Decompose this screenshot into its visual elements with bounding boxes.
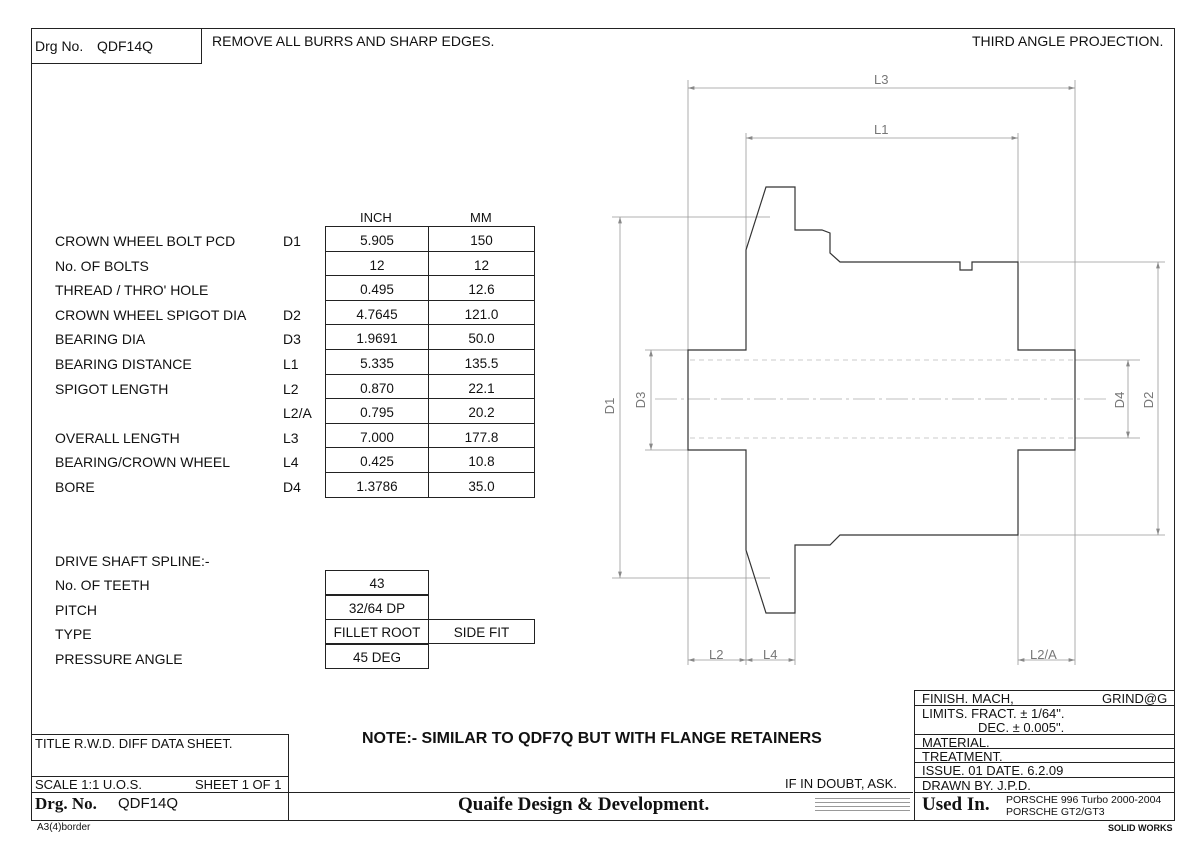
row-code: L2	[283, 380, 299, 397]
type-label: TYPE	[55, 626, 92, 642]
dim-d2: D2	[1141, 392, 1156, 409]
limits-fract: LIMITS. FRACT. ± 1/64".	[922, 706, 1065, 721]
row-label: BEARING DISTANCE	[55, 356, 192, 372]
dim-l3: L3	[874, 72, 888, 87]
software-name: SOLID WORKS	[1108, 823, 1173, 833]
col-inch: INCH	[360, 210, 392, 225]
row-code: L2/A	[283, 405, 312, 422]
row-code: D1	[283, 233, 301, 249]
row-label: No. OF BOLTS	[55, 257, 149, 274]
row-label: BEARING/CROWN WHEEL	[55, 454, 231, 471]
title-divider	[31, 776, 289, 777]
title-text: TITLE R.W.D. DIFF DATA SHEET.	[35, 736, 233, 751]
dim-d3: D3	[633, 392, 648, 409]
row-label: BEARING DIA	[55, 331, 146, 348]
row-code: D2	[283, 306, 301, 323]
teeth-label: No. OF TEETH	[55, 577, 150, 593]
dim-l2a: L2/A	[1030, 647, 1057, 662]
info-block	[914, 690, 1175, 821]
limits-dec: DEC. ± 0.005".	[978, 720, 1065, 735]
spline-title: DRIVE SHAFT SPLINE:-	[55, 553, 210, 569]
drg-no-header-label: Drg No.	[35, 38, 84, 54]
border-name: A3(4)border	[37, 822, 91, 833]
dim-l2: L2	[709, 647, 723, 662]
doubt-note: IF IN DOUBT, ASK.	[785, 776, 897, 791]
drawing-border	[31, 28, 1175, 821]
row-label: CROWN WHEEL SPIGOT DIA	[55, 306, 247, 323]
pressure-value: 45 DEG	[325, 644, 429, 669]
info-divider-6	[914, 792, 1174, 793]
dim-l1: L1	[874, 122, 888, 137]
bottom-row-divider	[31, 792, 913, 793]
finish-value: GRIND@G	[1102, 691, 1168, 706]
sheet-text: SHEET 1 OF 1	[195, 777, 282, 792]
teeth-value: 43	[325, 570, 429, 595]
issue-date: ISSUE. 01 DATE. 6.2.09	[922, 763, 1064, 778]
col-mm: MM	[470, 210, 492, 225]
row-code: L4	[283, 454, 299, 471]
title-box	[31, 734, 289, 821]
drg-no-header: QDF14Q	[97, 38, 154, 54]
row-code: L3	[283, 429, 299, 446]
burrs-note: REMOVE ALL BURRS AND SHARP EDGES.	[212, 33, 495, 49]
treatment: TREATMENT.	[922, 749, 1003, 764]
drawn-by: DRAWN BY. J.P.D.	[922, 778, 1031, 793]
pitch-label: PITCH	[55, 602, 97, 618]
drg-no-bottom-label: Drg. No.	[35, 794, 97, 813]
pressure-label: PRESSURE ANGLE	[55, 651, 183, 667]
dim-d1: D1	[602, 398, 617, 415]
row-code: D4	[283, 479, 301, 495]
confidentiality-lines	[815, 795, 910, 814]
row-code: D3	[283, 331, 301, 348]
row-label: OVERALL LENGTH	[55, 429, 180, 446]
row-label: CROWN WHEEL BOLT PCD	[55, 233, 236, 249]
material: MATERIAL.	[922, 735, 990, 750]
info-divider-1	[914, 705, 1174, 706]
used-in-label: Used In.	[922, 794, 990, 815]
info-divider-4	[914, 762, 1174, 763]
scale-text: SCALE 1:1 U.O.S.	[35, 777, 142, 792]
row-label: BORE	[55, 479, 95, 495]
flange-note: NOTE:- SIMILAR TO QDF7Q BUT WITH FLANGE …	[362, 730, 822, 747]
info-divider-2	[914, 734, 1174, 735]
info-divider-5	[914, 777, 1174, 778]
row-label: THREAD / THRO' HOLE	[55, 282, 209, 299]
row-code: L1	[283, 356, 299, 372]
drg-no-box	[31, 28, 202, 64]
type-value-b: SIDE FIT	[428, 619, 535, 644]
dim-l4: L4	[763, 647, 777, 662]
used-in-2: PORSCHE GT2/GT3	[1006, 806, 1105, 818]
used-in-1: PORSCHE 996 Turbo 2000-2004	[1006, 794, 1162, 806]
finish-label: FINISH. MACH,	[922, 691, 1014, 706]
company-name: Quaife Design & Development.	[458, 794, 710, 815]
row-label: SPIGOT LENGTH	[55, 380, 169, 397]
projection-note: THIRD ANGLE PROJECTION.	[972, 33, 1164, 49]
info-divider-3	[914, 748, 1174, 749]
drg-no-bottom: QDF14Q	[118, 795, 179, 812]
dim-d4: D4	[1112, 392, 1127, 409]
row-mm: 35.0	[428, 472, 535, 498]
